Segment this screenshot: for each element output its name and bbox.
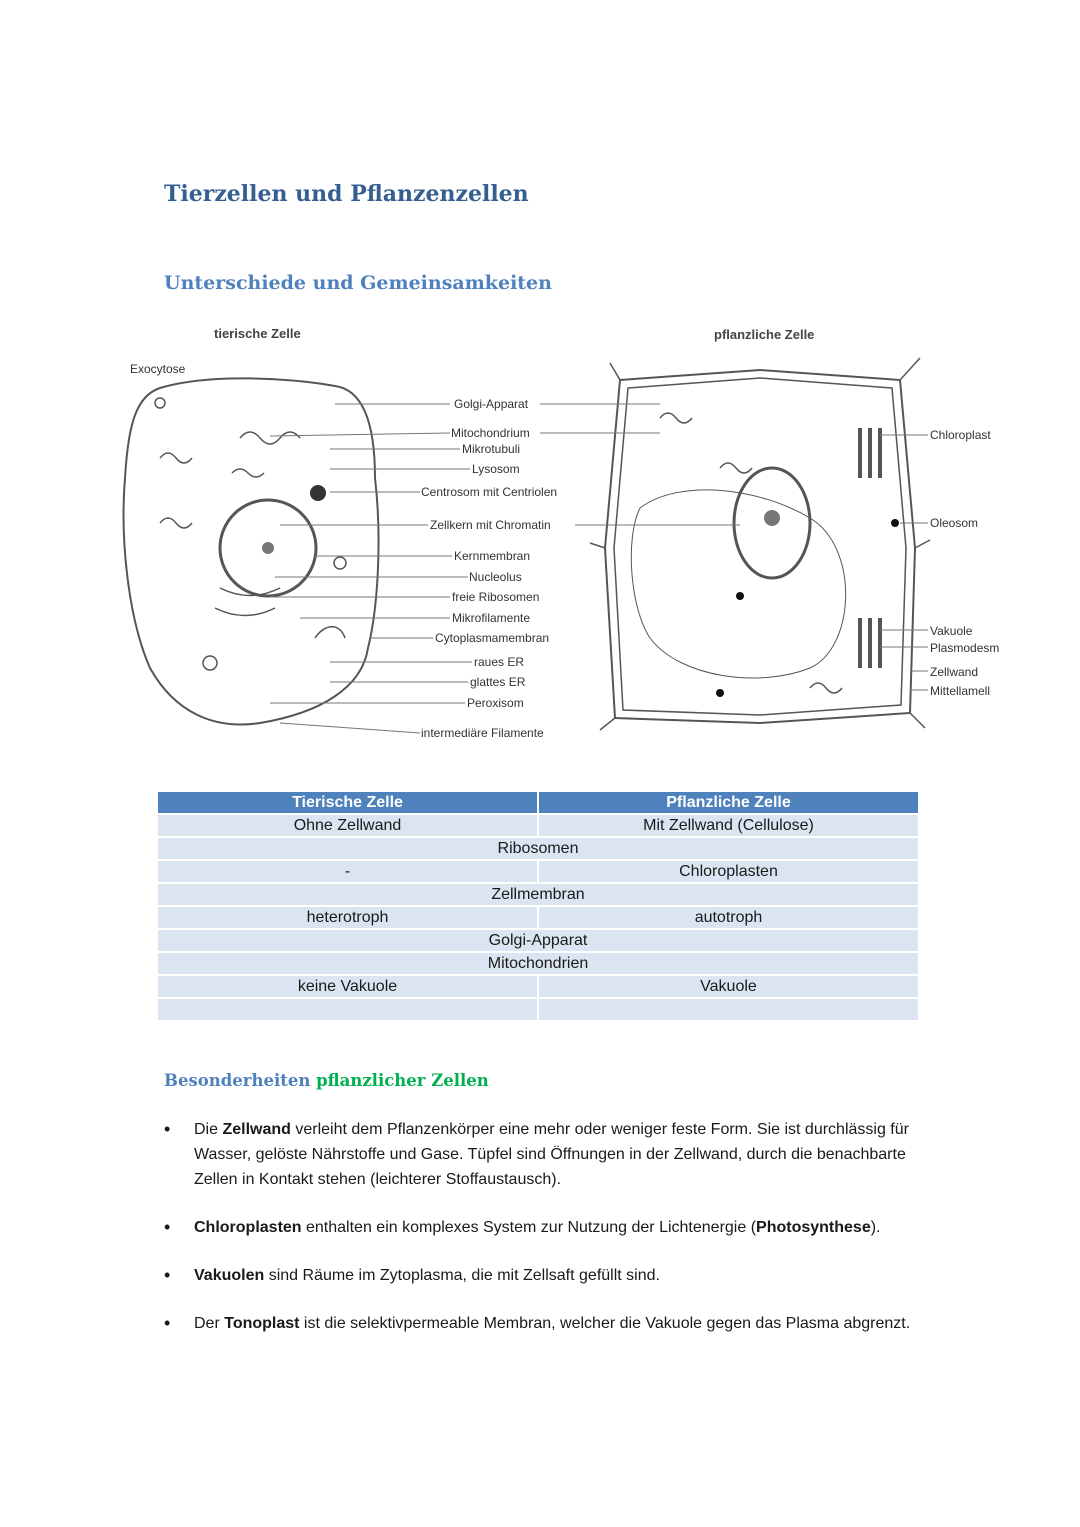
- table-cell: keine Vakuole: [158, 976, 537, 997]
- plant-features-list: Die Zellwand verleiht dem Pflanzenkörper…: [164, 1117, 924, 1359]
- text: enthalten ein komplexes System zur Nutzu…: [302, 1219, 756, 1236]
- term-chloroplasten: Chloroplasten: [194, 1219, 302, 1236]
- text: ).: [871, 1219, 881, 1236]
- label-plasmodesmen: Plasmodesm: [930, 641, 999, 655]
- list-item: Vakuolen sind Räume im Zytoplasma, die m…: [164, 1263, 924, 1288]
- table-cell: Ohne Zellwand: [158, 815, 537, 836]
- term-tonoplast: Tonoplast: [224, 1315, 299, 1332]
- table-cell-merged: Ribosomen: [158, 838, 918, 859]
- label-raues-er: raues ER: [474, 655, 524, 669]
- label-glattes-er: glattes ER: [470, 675, 526, 689]
- list-item: Der Tonoplast ist die selektivpermeable …: [164, 1311, 924, 1336]
- label-peroxisom: Peroxisom: [467, 696, 524, 710]
- table-cell-merged: Golgi-Apparat: [158, 930, 918, 951]
- table-row: Golgi-Apparat: [158, 930, 918, 951]
- table-row: heterotroph autotroph: [158, 907, 918, 928]
- label-intermediaere-filamente: intermediäre Filamente: [421, 726, 544, 740]
- table-row: - Chloroplasten: [158, 861, 918, 882]
- table-cell: Chloroplasten: [539, 861, 918, 882]
- page-title: Tierzellen und Pflanzenzellen: [164, 181, 529, 207]
- label-kernmembran: Kernmembran: [454, 549, 530, 563]
- section-heading-plant-features: Besonderheiten pflanzlicher Zellen: [164, 1071, 489, 1090]
- label-golgi: Golgi-Apparat: [454, 397, 529, 411]
- table-header-row: Tierische Zelle Pflanzliche Zelle: [158, 792, 918, 813]
- term-vakuolen: Vakuolen: [194, 1267, 264, 1284]
- text: Die: [194, 1121, 222, 1138]
- center-labels: Golgi-Apparat Mitochondrium Mikrotubuli …: [421, 397, 557, 740]
- header-plant-cell: Pflanzliche Zelle: [539, 792, 918, 813]
- text: sind Räume im Zytoplasma, die mit Zellsa…: [264, 1267, 660, 1284]
- table-cell-merged: Mitochondrien: [158, 953, 918, 974]
- label-cytoplasmamembran: Cytoplasmamembran: [435, 631, 549, 645]
- table-row: Ohne Zellwand Mit Zellwand (Cellulose): [158, 815, 918, 836]
- label-mikrotubuli: Mikrotubuli: [462, 442, 520, 456]
- list-item: Chloroplasten enthalten ein komplexes Sy…: [164, 1215, 924, 1240]
- label-oleosom: Oleosom: [930, 516, 978, 530]
- plant-cell-title: pflanzliche Zelle: [714, 327, 814, 342]
- label-mittellamelle: Mittellamell: [930, 684, 990, 698]
- table-cell: [158, 999, 537, 1020]
- table-cell: Mit Zellwand (Cellulose): [539, 815, 918, 836]
- animal-cell-drawing: [124, 378, 379, 724]
- term-photosynthese: Photosynthese: [756, 1219, 871, 1236]
- heading-part-besonderheiten: Besonderheiten: [164, 1071, 310, 1090]
- table-row: keine Vakuole Vakuole: [158, 976, 918, 997]
- text: ist die selektivpermeable Membran, welch…: [299, 1315, 910, 1332]
- comparison-table: Tierische Zelle Pflanzliche Zelle Ohne Z…: [156, 790, 920, 1022]
- list-item: Die Zellwand verleiht dem Pflanzenkörper…: [164, 1117, 924, 1192]
- animal-cell-title: tierische Zelle: [214, 326, 301, 341]
- label-vakuole: Vakuole: [930, 624, 973, 638]
- label-zellkern: Zellkern mit Chromatin: [430, 518, 551, 532]
- label-chloroplast: Chloroplast: [930, 428, 991, 442]
- right-labels: Chloroplast Oleosom Vakuole Plasmodesm Z…: [930, 428, 999, 698]
- label-freie-ribosomen: freie Ribosomen: [452, 590, 539, 604]
- table-cell-merged: Zellmembran: [158, 884, 918, 905]
- table-row: Mitochondrien: [158, 953, 918, 974]
- table-row: Zellmembran: [158, 884, 918, 905]
- table-cell: heterotroph: [158, 907, 537, 928]
- text: Der: [194, 1315, 224, 1332]
- table-cell: [539, 999, 918, 1020]
- header-animal-cell: Tierische Zelle: [158, 792, 537, 813]
- table-row: Ribosomen: [158, 838, 918, 859]
- plant-cell-drawing: [590, 358, 930, 730]
- table-cell: Vakuole: [539, 976, 918, 997]
- label-lysosom: Lysosom: [472, 462, 520, 476]
- table-cell: -: [158, 861, 537, 882]
- text: verleiht dem Pflanzenkörper eine mehr od…: [194, 1121, 909, 1188]
- section-heading-differences: Unterschiede und Gemeinsamkeiten: [164, 272, 552, 294]
- label-zellwand: Zellwand: [930, 665, 978, 679]
- table-row-empty: [158, 999, 918, 1020]
- label-nucleolus: Nucleolus: [469, 570, 522, 584]
- heading-part-pflanzlicher-zellen: pflanzlicher Zellen: [316, 1071, 489, 1090]
- label-mikrofilamente: Mikrofilamente: [452, 611, 530, 625]
- label-leader-lines: [270, 404, 928, 733]
- exocytose-label: Exocytose: [130, 362, 186, 376]
- term-zellwand: Zellwand: [222, 1121, 290, 1138]
- label-mitochondrium: Mitochondrium: [451, 426, 530, 440]
- label-centrosom: Centrosom mit Centriolen: [421, 485, 557, 499]
- table-cell: autotroph: [539, 907, 918, 928]
- cell-comparison-diagram: tierische Zelle pflanzliche Zelle Exocyt…: [120, 318, 1010, 758]
